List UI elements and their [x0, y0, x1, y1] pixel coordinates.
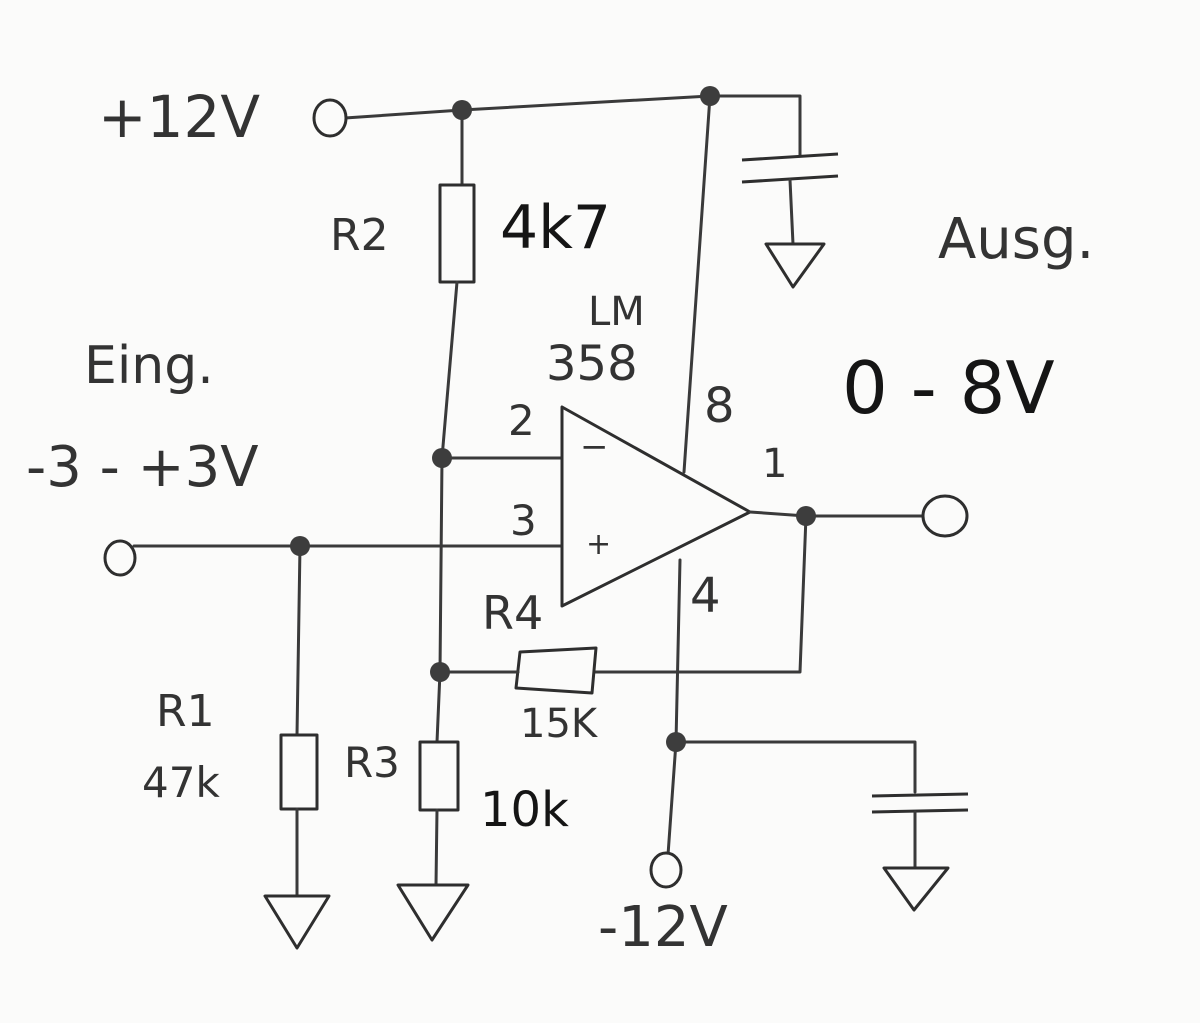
junction-dot	[430, 662, 450, 682]
r1-name-label: R1	[156, 686, 215, 737]
capacitor-top	[741, 152, 839, 184]
pos-supply-rail	[343, 94, 802, 158]
opamp-label-line2: 358	[546, 336, 638, 392]
r4-name-label: R4	[482, 586, 544, 640]
inverting-sign: −	[580, 427, 609, 467]
pin-1-label: 1	[762, 441, 788, 487]
neg-supply-terminal	[649, 851, 683, 889]
r1-value-label: 47k	[142, 758, 220, 807]
junction-dot	[452, 100, 472, 120]
neg-supply-label: -12V	[598, 895, 728, 960]
ground-symbol-bottom	[882, 866, 950, 912]
output-terminal	[921, 494, 969, 538]
r2-value-label: 4k7	[500, 193, 612, 263]
pin-4-label: 4	[690, 568, 721, 624]
output-wire	[748, 510, 927, 518]
output-label: Ausg.	[938, 207, 1095, 272]
feedback-wire	[592, 514, 808, 674]
input-label: Eing.	[84, 336, 214, 396]
pin-8-label: 8	[704, 378, 735, 434]
vminus-wire	[666, 558, 682, 857]
capacitor-bottom	[871, 792, 969, 814]
vplus-wire	[682, 94, 712, 474]
capacitor-bottom-wire	[674, 740, 917, 794]
pos-supply-terminal	[312, 98, 348, 138]
opamp-label-line1: LM	[588, 289, 645, 335]
r1-resistor-body	[279, 733, 319, 811]
ground-symbol-r3	[396, 883, 470, 942]
r1-top-wire	[295, 544, 302, 737]
input-terminal	[103, 539, 137, 577]
r3-name-label: R3	[344, 738, 400, 787]
junction-dot	[796, 506, 816, 526]
ground-symbol-top	[764, 242, 826, 289]
pin-3-label: 3	[510, 496, 537, 545]
divider-wire	[435, 280, 459, 744]
r3-resistor-body	[418, 740, 460, 812]
r2-resistor-body	[438, 183, 476, 284]
pin-2-label: 2	[508, 396, 535, 445]
opamp-symbol	[560, 405, 752, 608]
noninverting-sign: +	[586, 527, 612, 562]
input-range-label: -3 - +3V	[26, 435, 259, 500]
ground-symbol-r1	[263, 894, 331, 950]
output-range-label: 0 - 8V	[842, 346, 1055, 430]
r2-name-label: R2	[330, 210, 389, 261]
r3-bottom-wire	[434, 808, 439, 887]
junction-dot	[700, 86, 720, 106]
r4-resistor-body	[514, 646, 598, 695]
pos-supply-label: +12V	[98, 83, 261, 151]
r3-value-label: 10k	[480, 782, 569, 838]
junction-dot	[432, 448, 452, 468]
r4-value-label: 15K	[520, 701, 598, 747]
junction-dot	[666, 732, 686, 752]
capacitor-top-ground-wire	[788, 178, 795, 246]
junction-dot	[290, 536, 310, 556]
